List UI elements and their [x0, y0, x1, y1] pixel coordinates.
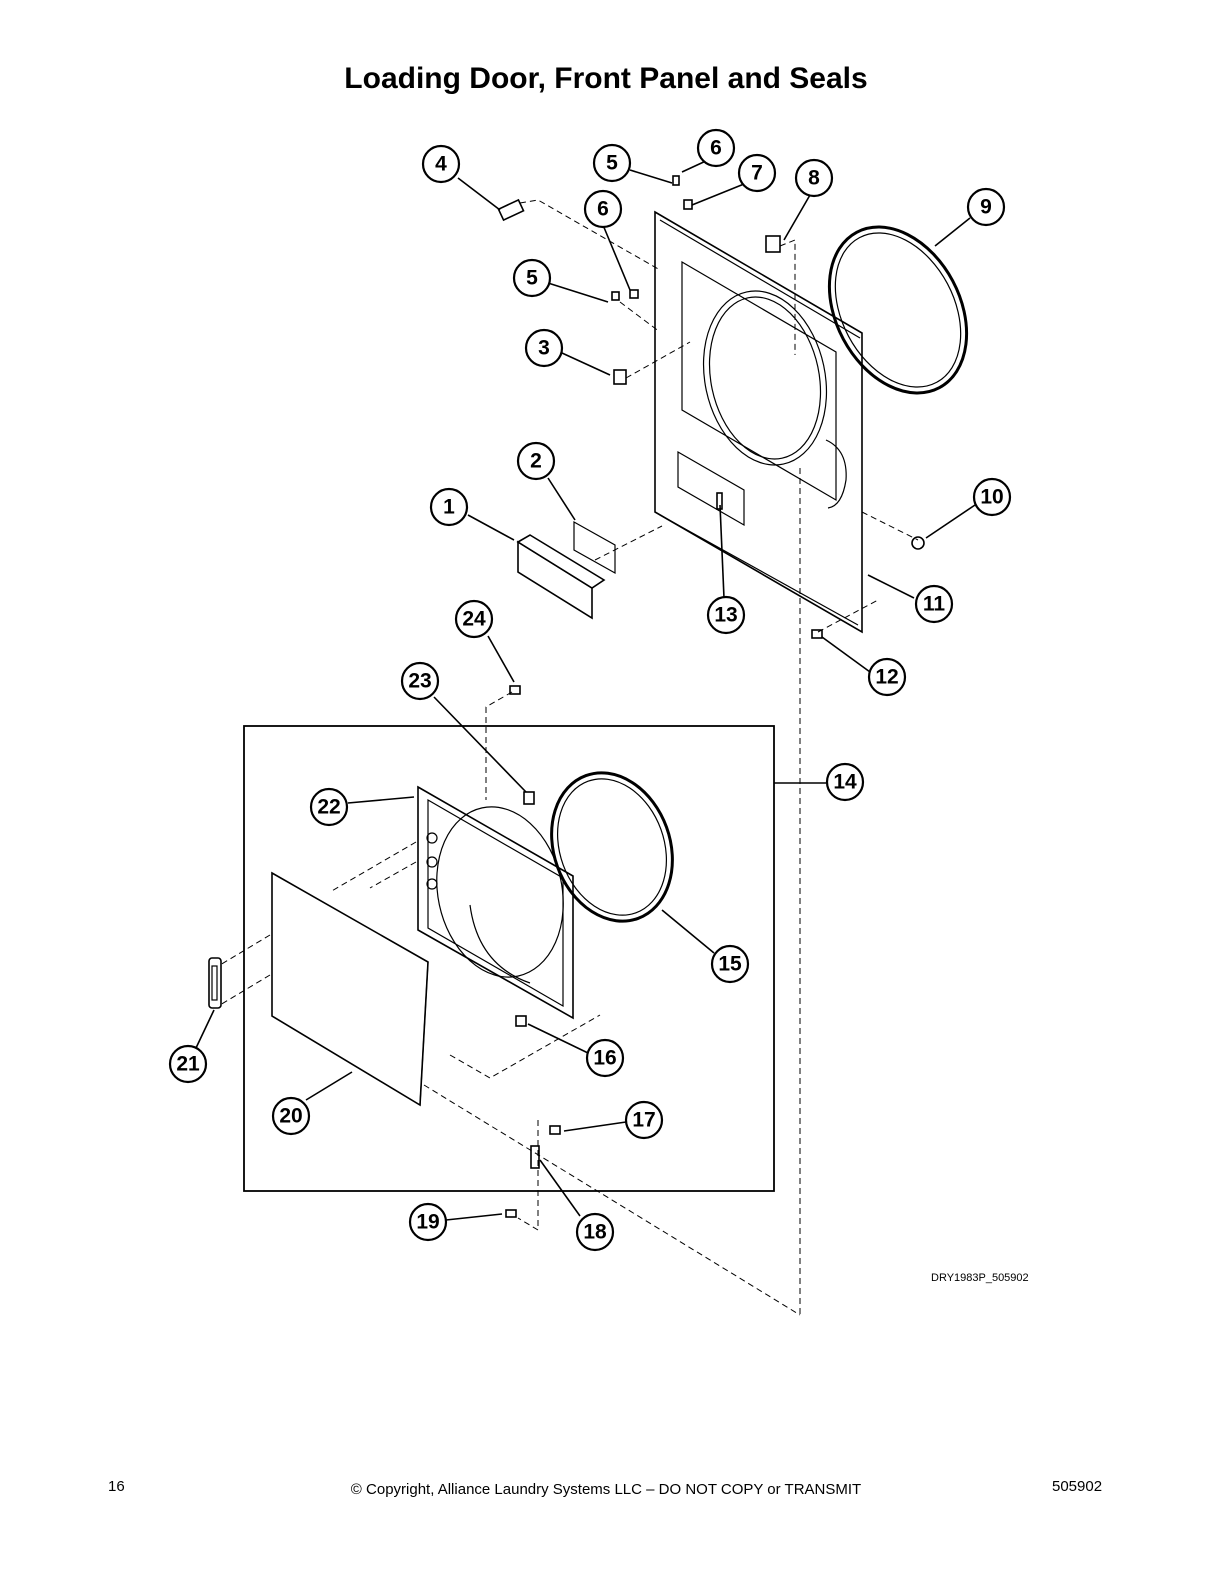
- callout-label: 11: [923, 593, 946, 616]
- callout-label: 22: [317, 796, 340, 819]
- panel-seal-ring: [827, 225, 969, 395]
- callout-18: 18: [575, 1212, 615, 1252]
- callout-7: 7: [737, 153, 777, 193]
- callout-label: 14: [833, 771, 857, 794]
- callout-label: 1: [443, 496, 455, 519]
- callout-16: 16: [585, 1038, 625, 1078]
- door-handle: [208, 957, 222, 1009]
- callout-label: 6: [710, 137, 722, 160]
- callout-label: 16: [593, 1047, 616, 1070]
- callout-19: 19: [408, 1202, 448, 1242]
- callout-label: 9: [980, 196, 992, 219]
- callout-label: 21: [176, 1053, 200, 1076]
- callout-9: 9: [966, 187, 1006, 227]
- callout-6b: 6: [583, 189, 623, 229]
- callout-label: 6: [597, 198, 609, 221]
- callout-12: 12: [867, 657, 907, 697]
- document-number: 505902: [1052, 1478, 1103, 1495]
- callout-20: 20: [271, 1096, 311, 1136]
- callout-label: 5: [526, 267, 538, 290]
- callout-23: 23: [400, 661, 440, 701]
- control-label: [573, 520, 616, 575]
- small-hardware: [497, 175, 925, 1218]
- callout-22: 22: [309, 787, 349, 827]
- inner-door-frame: [417, 785, 574, 1020]
- callout-label: 10: [980, 486, 1003, 509]
- leader-lines: [195, 159, 976, 1221]
- callout-17: 17: [624, 1100, 664, 1140]
- control-cover: [516, 534, 606, 620]
- callout-label: 3: [538, 337, 550, 360]
- callout-11: 11: [914, 584, 954, 624]
- callout-3: 3: [524, 328, 564, 368]
- callout-13: 13: [706, 595, 746, 635]
- callout-label: 15: [718, 953, 742, 976]
- callout-24: 24: [454, 599, 494, 639]
- callout-6a: 6: [696, 128, 736, 168]
- callout-label: 8: [808, 167, 820, 190]
- outer-door-panel: [271, 871, 429, 1107]
- callout-label: 7: [751, 162, 763, 185]
- callout-label: 2: [530, 450, 542, 473]
- callout-label: 17: [632, 1109, 655, 1132]
- callout-label: 20: [279, 1105, 302, 1128]
- callout-21: 21: [168, 1044, 208, 1084]
- callout-15: 15: [710, 944, 750, 984]
- callout-label: 24: [462, 608, 486, 631]
- door-glass-seal: [550, 771, 674, 923]
- callout-5a: 5: [592, 143, 632, 183]
- callout-1: 1: [429, 487, 469, 527]
- door-assembly-box: [243, 725, 775, 1192]
- drawing-reference: DRY1983P_505902: [931, 1272, 1029, 1284]
- callout-label: 12: [875, 666, 898, 689]
- callout-10: 10: [972, 477, 1012, 517]
- copyright-notice: © Copyright, Alliance Laundry Systems LL…: [350, 1481, 862, 1498]
- callout-label: 13: [714, 604, 737, 627]
- callout-8: 8: [794, 158, 834, 198]
- callout-5b: 5: [512, 258, 552, 298]
- callout-4: 4: [421, 144, 461, 184]
- callout-label: 19: [416, 1211, 439, 1234]
- callout-label: 23: [408, 670, 431, 693]
- assembly-lines: [219, 199, 919, 1316]
- callout-label: 18: [583, 1221, 607, 1244]
- callout-2: 2: [516, 441, 556, 481]
- callout-label: 5: [606, 152, 618, 175]
- callout-label: 4: [435, 153, 447, 176]
- page-number: 16: [108, 1478, 125, 1495]
- page-title: Loading Door, Front Panel and Seals: [344, 62, 868, 95]
- front-panel: [654, 210, 863, 634]
- callout-14: 14: [825, 762, 865, 802]
